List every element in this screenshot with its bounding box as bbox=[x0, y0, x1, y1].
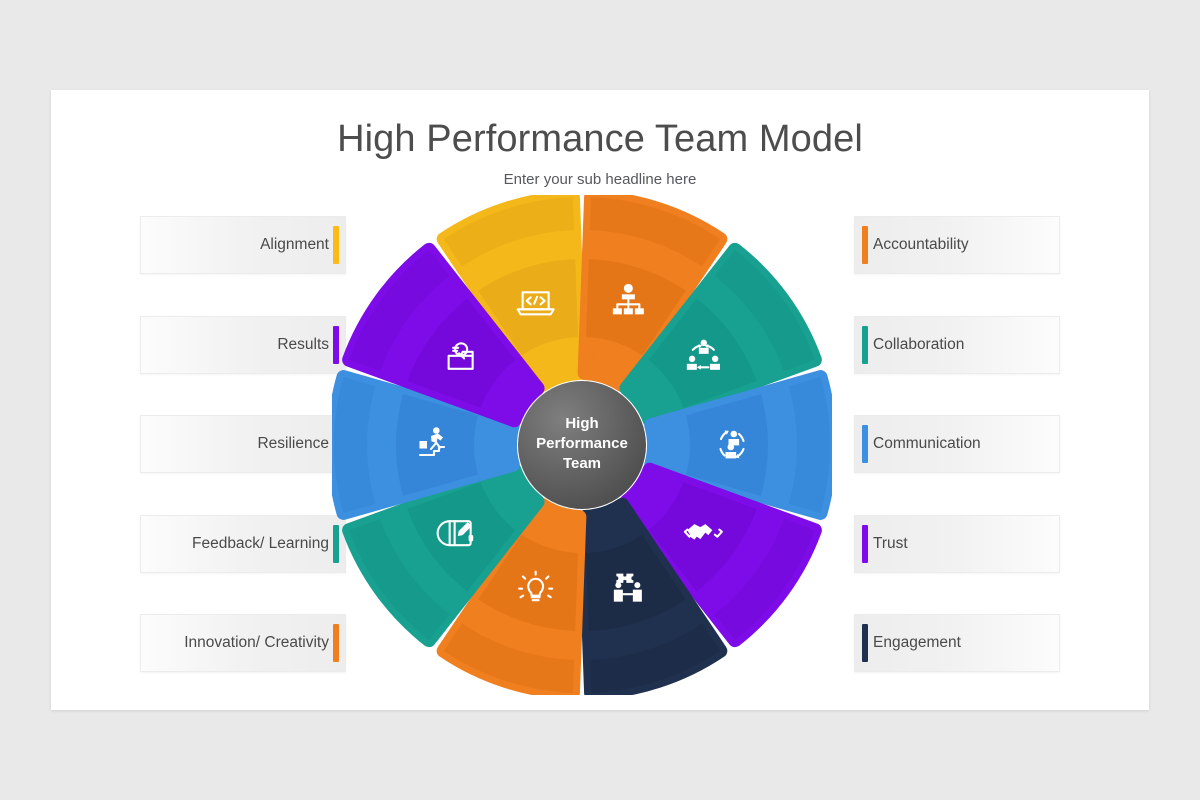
slide-card: High Performance Team Model Enter your s… bbox=[51, 90, 1149, 710]
career-stairs-icon bbox=[418, 427, 446, 457]
chip-accent-bar bbox=[333, 326, 339, 364]
petal-band bbox=[443, 609, 580, 693]
label-chip-alignment[interactable]: Alignment bbox=[140, 216, 346, 274]
hub-circle bbox=[518, 381, 646, 509]
chip-label-text: Feedback/ Learning bbox=[191, 535, 329, 553]
chip-label-text: Collaboration bbox=[873, 336, 965, 354]
petal-band bbox=[584, 197, 721, 281]
petal-band bbox=[696, 497, 815, 641]
chip-accent-bar bbox=[333, 624, 339, 662]
chip-accent-bar bbox=[862, 326, 868, 364]
label-chip-feedback-learning[interactable]: Feedback/ Learning bbox=[140, 515, 346, 573]
people-cycle-icon bbox=[719, 430, 745, 459]
petal-band bbox=[584, 609, 721, 693]
chip-label-text: Resilience bbox=[257, 435, 329, 453]
label-chip-resilience[interactable]: Resilience bbox=[140, 415, 346, 473]
chip-label-text: Alignment bbox=[260, 236, 329, 254]
team-rotation-icon bbox=[686, 339, 720, 370]
chip-accent-bar bbox=[862, 624, 868, 662]
label-chip-accountability[interactable]: Accountability bbox=[854, 216, 1060, 274]
label-chip-innovation-creativity[interactable]: Innovation/ Creativity bbox=[140, 614, 346, 672]
chip-accent-bar bbox=[333, 525, 339, 563]
team-model-wheel: High Performance Team bbox=[332, 195, 832, 695]
petal-band bbox=[349, 249, 468, 393]
label-chip-trust[interactable]: Trust bbox=[854, 515, 1060, 573]
petal-band bbox=[333, 377, 383, 513]
label-chip-communication[interactable]: Communication bbox=[854, 415, 1060, 473]
org-chart-icon bbox=[612, 283, 644, 315]
page-title: High Performance Team Model bbox=[337, 118, 863, 160]
handshake-icon bbox=[683, 524, 723, 540]
laptop-code-icon bbox=[516, 291, 555, 316]
chip-label-text: Results bbox=[277, 336, 329, 354]
chip-label-text: Engagement bbox=[873, 634, 961, 652]
hub-line-2: Performance bbox=[536, 435, 628, 452]
label-chip-results[interactable]: Results bbox=[140, 316, 346, 374]
hub-line-3: Team bbox=[563, 455, 601, 472]
petal-band bbox=[443, 197, 580, 281]
chip-accent-bar bbox=[862, 226, 868, 264]
chip-label-text: Communication bbox=[873, 435, 981, 453]
petal-band bbox=[696, 249, 815, 393]
label-chip-engagement[interactable]: Engagement bbox=[854, 614, 1060, 672]
puzzle-people-icon bbox=[613, 573, 642, 602]
page-subtitle: Enter your sub headline here bbox=[503, 171, 697, 188]
chip-label-text: Innovation/ Creativity bbox=[184, 634, 329, 652]
label-chip-collaboration[interactable]: Collaboration bbox=[854, 316, 1060, 374]
folder-search-icon bbox=[447, 342, 474, 370]
chip-accent-bar bbox=[862, 525, 868, 563]
chip-accent-bar bbox=[333, 226, 339, 264]
chip-accent-bar bbox=[862, 425, 868, 463]
chip-label-text: Accountability bbox=[873, 236, 969, 254]
chip-label-text: Trust bbox=[873, 535, 908, 553]
petal-band bbox=[781, 377, 830, 513]
hub-line-1: High bbox=[565, 415, 598, 432]
petal-band bbox=[349, 497, 468, 641]
notebook-pencil-icon bbox=[436, 520, 474, 547]
lightbulb-icon bbox=[518, 570, 554, 602]
